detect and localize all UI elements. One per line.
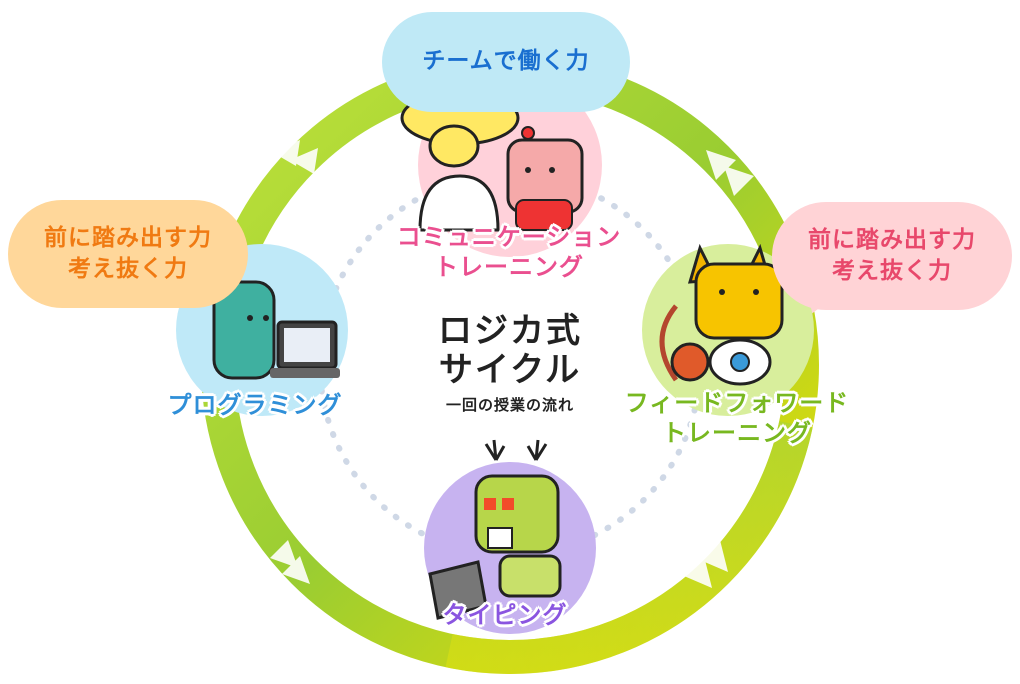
typing-illustration <box>424 439 596 634</box>
skill-bubble-text-line1: 前に踏み出す力 <box>44 224 212 251</box>
cycle-arrows <box>270 140 754 588</box>
skill-bubble-teamwork: チームで働く力 <box>382 12 630 112</box>
skill-bubble-text-line1: 前に踏み出す力 <box>808 226 976 253</box>
center-subtitle: 一回の授業の流れ <box>445 396 574 415</box>
station-label-programming: プログラミング <box>150 390 360 420</box>
feedforward-illustration <box>642 243 814 416</box>
chevron-icon <box>282 556 310 584</box>
station-label-communication: コミュニケーション トレーニング <box>374 222 644 282</box>
center-title-line2: サイクル <box>438 350 582 391</box>
station-label-line1: フィードフォワード <box>624 389 850 417</box>
station-label-line1: プログラミング <box>167 391 343 419</box>
station-label-feedforward: フィードフォワード トレーニング <box>612 388 862 448</box>
skill-bubble-text: チームで働く力 <box>422 48 590 75</box>
skill-bubble-right: 前に踏み出す力 考え抜く力 <box>772 202 1012 310</box>
chevron-icon <box>700 540 728 572</box>
station-label-line1: タイピング <box>442 601 568 629</box>
skill-bubble-text-line2: 考え抜く力 <box>832 258 952 284</box>
skill-bubble-left: 前に踏み出す力 考え抜く力 <box>8 200 248 308</box>
station-label-typing: タイピング <box>420 600 590 630</box>
communication-illustration <box>400 73 602 257</box>
chevron-icon <box>684 556 712 588</box>
chevron-icon <box>706 150 736 180</box>
center-title-line1: ロジカ式 <box>438 311 582 351</box>
center-title: ロジカ式 サイクル 一回の授業の流れ <box>400 311 620 415</box>
station-label-line1: コミュニケーション <box>396 223 622 251</box>
chevron-icon <box>290 148 318 174</box>
skill-bubble-text-line2: 考え抜く力 <box>68 256 188 282</box>
cycle-ring-shade <box>201 56 819 674</box>
chevron-icon <box>270 540 298 568</box>
station-label-line2: トレーニング <box>434 253 584 281</box>
station-label-line2: トレーニング <box>662 419 812 447</box>
chevron-icon <box>724 166 754 196</box>
